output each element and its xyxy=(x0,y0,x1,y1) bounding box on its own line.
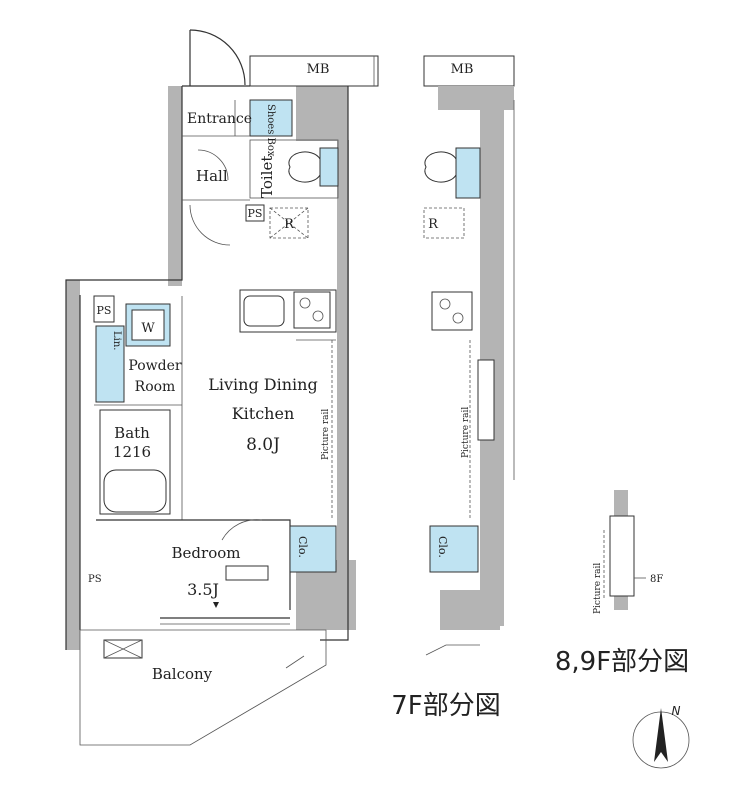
ps-side-label: PS xyxy=(88,574,102,585)
hall-label: Hall xyxy=(196,167,228,185)
shoes-box-label: Shoes Box xyxy=(265,104,276,157)
north-arrow-icon xyxy=(654,708,668,762)
bathtub xyxy=(103,469,167,513)
plan-89f-partial xyxy=(603,490,646,610)
entrance-door xyxy=(189,29,246,86)
ps-top-box xyxy=(245,204,265,222)
linen-closet xyxy=(95,325,125,403)
main-plan xyxy=(65,29,379,746)
wall-top-right xyxy=(296,86,348,141)
kitchen-sink xyxy=(243,295,285,327)
closet-7f-label: Clo. xyxy=(436,536,449,558)
bedroom-size: 3.5J xyxy=(187,580,219,599)
bath-label-1: Bath xyxy=(114,424,150,442)
r-7f-label: R xyxy=(428,217,439,232)
mb-label-main: MB xyxy=(307,62,330,77)
balcony-outline xyxy=(79,629,327,746)
mb-label-7f: MB xyxy=(451,62,474,77)
powder-room-label-1: Powder xyxy=(128,358,182,374)
compass xyxy=(632,708,690,769)
ldk-size: 8.0J xyxy=(246,435,280,455)
bedroom-label: Bedroom xyxy=(172,544,241,562)
window-89f xyxy=(609,515,635,597)
powder-room-label-2: Room xyxy=(135,379,176,395)
toilet-label: Toilet xyxy=(258,156,276,198)
closet-7f xyxy=(429,525,479,573)
wall-upper-left xyxy=(168,86,182,286)
plan-7f-partial xyxy=(423,55,515,656)
mb-box-main xyxy=(249,55,379,87)
wall-right xyxy=(337,140,349,610)
washer-label: W xyxy=(141,321,155,336)
bath-label-2: 1216 xyxy=(113,443,151,461)
cooktop xyxy=(293,291,331,329)
r-main-label: R xyxy=(284,217,295,232)
refrigerator-space xyxy=(269,207,309,239)
linen-label: Lin. xyxy=(111,331,122,350)
ps-top-label: PS xyxy=(248,207,263,220)
entrance-label: Entrance xyxy=(187,111,252,127)
picture-rail-89f-label: Picture rail xyxy=(593,563,603,614)
ldk-label-1: Living Dining xyxy=(208,375,317,394)
compass-north-label: N xyxy=(672,704,681,718)
ps-left-box xyxy=(93,295,115,323)
ldk-label-2: Kitchen xyxy=(232,404,295,423)
toilet-tank xyxy=(319,147,339,187)
balcony-label: Balcony xyxy=(152,665,213,683)
wall-left xyxy=(66,280,80,650)
closet-main-label: Clo. xyxy=(296,536,309,558)
closet-main xyxy=(289,525,337,573)
toilet-bowl xyxy=(288,151,321,183)
caption-89f: 8,9F部分図 xyxy=(555,647,689,677)
shoes-box xyxy=(249,99,293,137)
picture-rail-7f-label: Picture rail xyxy=(461,407,471,458)
window-7f xyxy=(477,359,495,441)
caption-7f: 7F部分図 xyxy=(391,691,501,721)
picture-rail-main-label: Picture rail xyxy=(321,409,331,460)
ps-left-label: PS xyxy=(97,304,112,317)
floor-8f-note: 8F xyxy=(650,574,663,585)
